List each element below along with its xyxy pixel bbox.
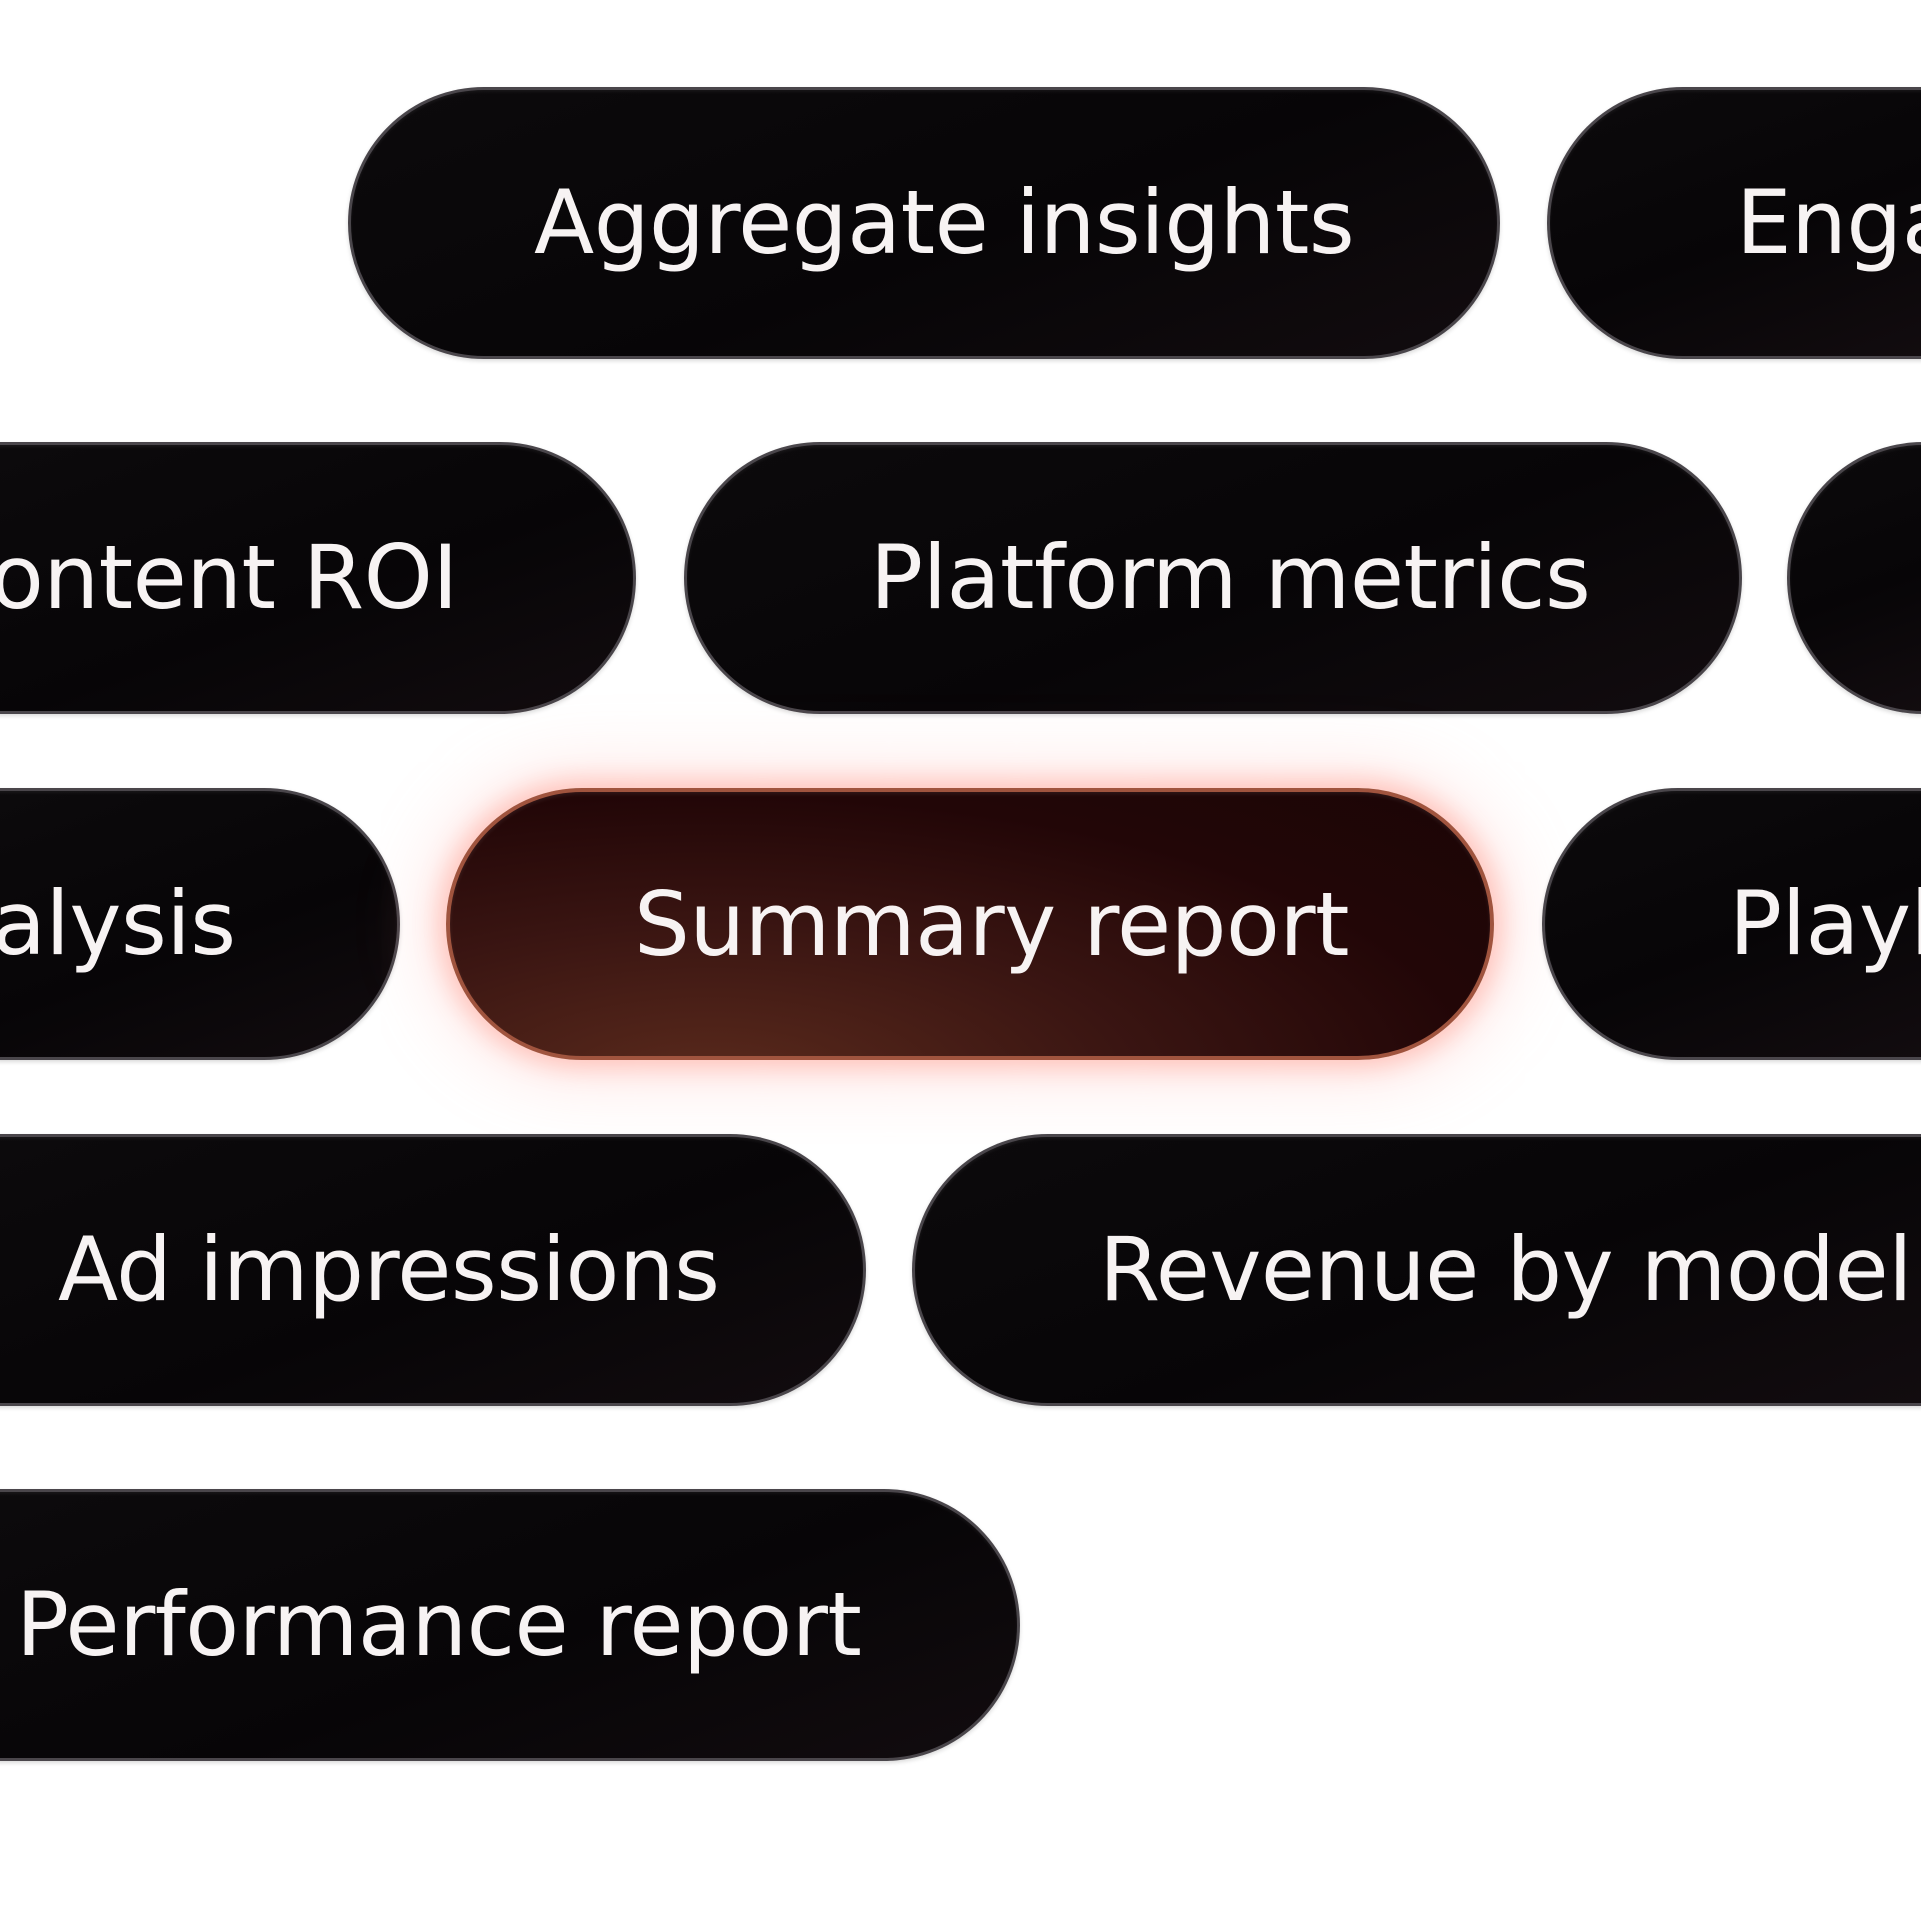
tag-chip-performance-report[interactable]: Performance report xyxy=(0,1489,1020,1761)
tag-chip-label: alysis xyxy=(0,872,236,975)
tag-chip-engagement[interactable]: Enga xyxy=(1547,87,1921,359)
tag-chip-analysis[interactable]: alysis xyxy=(0,788,400,1060)
tag-chip-label: Aggregate insights xyxy=(534,171,1355,274)
tag-chip-content-roi[interactable]: ontent ROI xyxy=(0,442,636,714)
tag-chip-playbook[interactable]: Playb xyxy=(1542,788,1921,1060)
tag-chip-label: Ad impressions xyxy=(58,1218,720,1321)
tag-chip-label: Enga xyxy=(1736,171,1921,274)
tag-chip-label: Revenue by model xyxy=(1099,1218,1913,1321)
tag-chip-label: Platform metrics xyxy=(870,526,1591,629)
tag-chip-platform-metrics[interactable]: Platform metrics xyxy=(684,442,1742,714)
tag-chip-summary-report[interactable]: Summary report xyxy=(446,788,1494,1060)
tag-chip-label: ontent ROI xyxy=(0,526,458,629)
tag-chip-label: Performance report xyxy=(16,1573,862,1676)
tag-chip-label: Summary report xyxy=(634,873,1350,976)
tag-chip-offscreen[interactable] xyxy=(1787,442,1921,714)
tag-chip-aggregate-insights[interactable]: Aggregate insights xyxy=(348,87,1500,359)
tag-chip-label: Playb xyxy=(1729,872,1921,975)
tag-chip-ad-impressions[interactable]: Ad impressions xyxy=(0,1134,866,1406)
tag-chip-revenue-by-model[interactable]: Revenue by model xyxy=(912,1134,1921,1406)
